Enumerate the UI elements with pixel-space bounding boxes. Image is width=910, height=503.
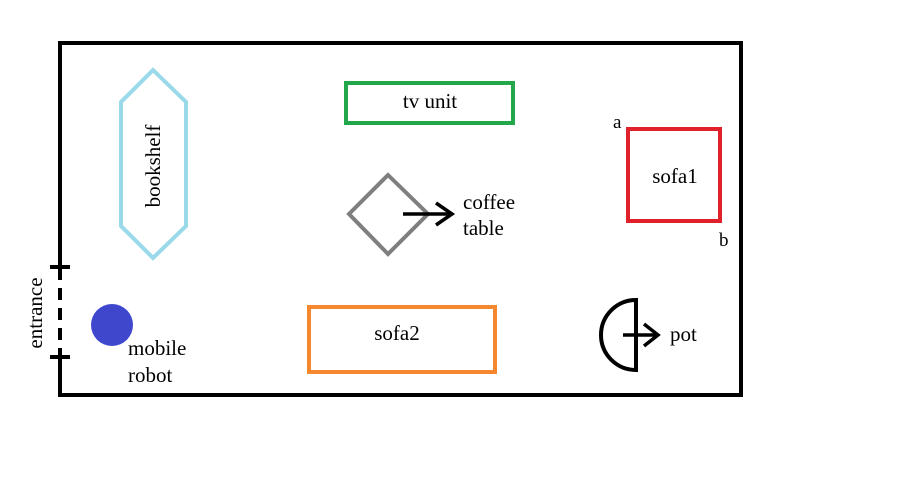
mobile-robot-shape <box>91 304 133 346</box>
sofa1-corner-b: b <box>719 230 729 251</box>
sofa1-shape <box>626 127 722 223</box>
entrance-label: entrance <box>23 277 47 348</box>
bookshelf-shape <box>119 67 188 261</box>
pot-label: pot <box>670 322 697 346</box>
coffee-table-shape <box>346 172 431 257</box>
pot-shape <box>599 297 638 373</box>
room-wall-outline <box>58 41 743 397</box>
entrance: entrance <box>23 265 70 359</box>
sofa2-label: sofa2 <box>374 321 420 345</box>
sofa2: sofa2 <box>307 305 497 374</box>
sofa1-corner-a: a <box>613 112 622 133</box>
sofa1-label: sofa1 <box>652 164 698 188</box>
mobile-robot-label-line1: mobile <box>128 336 186 360</box>
pot: pot <box>599 297 697 373</box>
bookshelf-label: bookshelf <box>141 125 165 208</box>
arrow-right-icon <box>623 322 661 348</box>
coffee-table-label-line1: coffee <box>463 190 515 214</box>
mobile-robot: mobile robot <box>91 304 186 387</box>
coffee-table-label-line2: table <box>463 216 504 240</box>
tv-unit-shape <box>344 81 515 125</box>
sofa2-shape <box>307 305 497 374</box>
sofa1: sofa1 a b <box>613 112 729 251</box>
tv-unit: tv unit <box>344 81 515 125</box>
tv-unit-label: tv unit <box>403 89 457 113</box>
arrow-right-icon <box>403 201 456 227</box>
coffee-table: coffee table <box>346 172 515 257</box>
mobile-robot-label-line2: robot <box>128 363 172 387</box>
bookshelf: bookshelf <box>119 67 188 261</box>
room-walls <box>58 41 743 397</box>
